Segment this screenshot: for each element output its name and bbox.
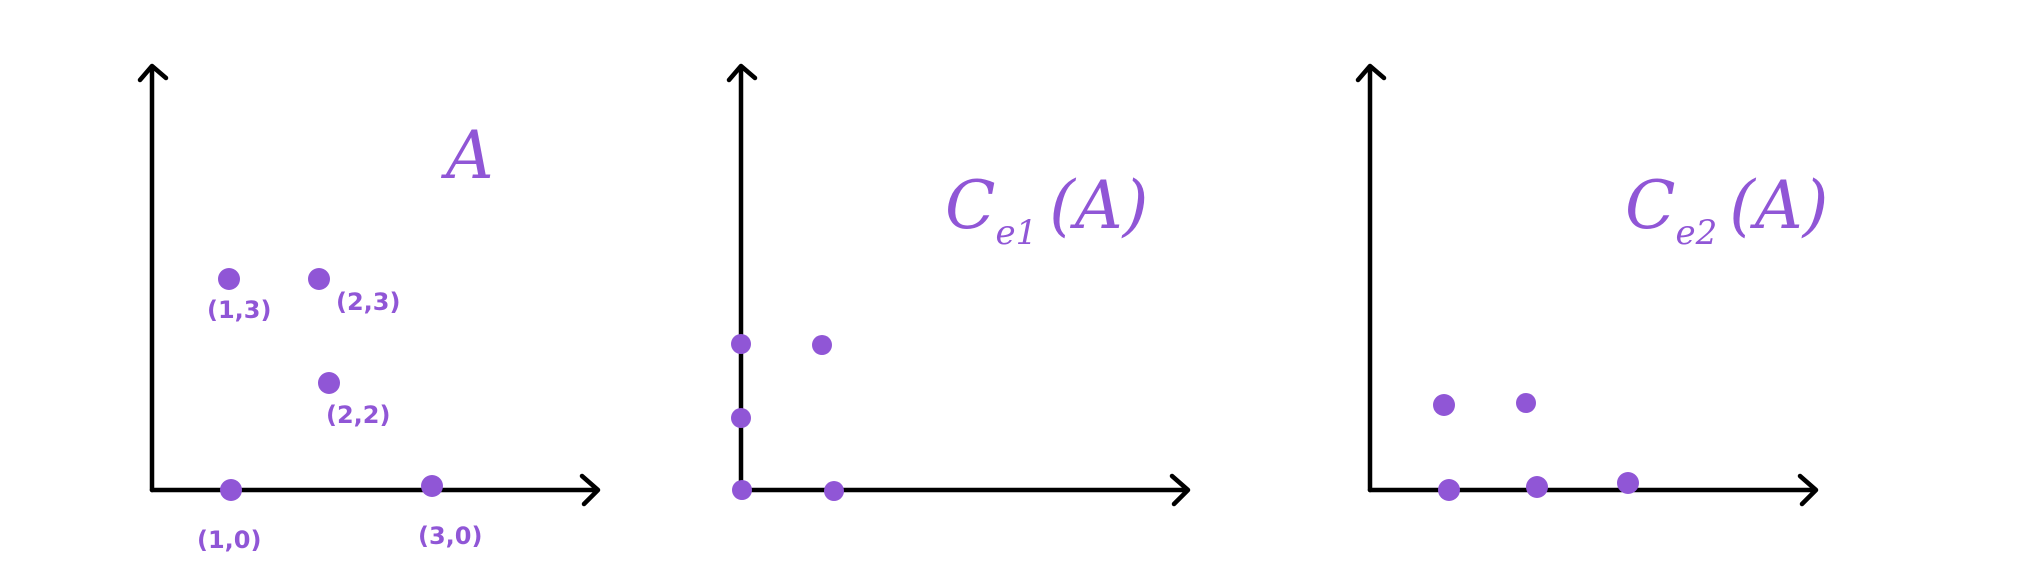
x-axis-panel-3 <box>1367 473 1819 507</box>
point-1-3 <box>218 268 240 290</box>
panel-a: A (1,3) (2,3) (2,2) (1,0) (3,0) <box>137 63 601 554</box>
point-0-0 <box>732 480 752 500</box>
y-axis-panel-3 <box>1355 63 1387 493</box>
panel-ce1: Ce1(A) <box>726 63 1191 507</box>
point-0-2 <box>731 334 751 354</box>
x-axis-panel-1 <box>149 473 601 507</box>
y-axis-panel-1 <box>137 63 169 493</box>
point-1-2 <box>812 335 832 355</box>
label-2-2: (2,2) <box>326 401 390 429</box>
label-1-0: (1,0) <box>197 526 261 554</box>
point-2-0 <box>1526 476 1548 498</box>
label-3-0: (3,0) <box>418 522 482 550</box>
point-3-0-c <box>1617 472 1639 494</box>
point-2-3 <box>308 268 330 290</box>
point-3-0 <box>421 475 443 497</box>
point-0-1 <box>731 408 751 428</box>
point-1-1 <box>1433 394 1455 416</box>
label-2-3: (2,3) <box>336 288 400 316</box>
point-2-2 <box>318 372 340 394</box>
point-1-0 <box>220 479 242 501</box>
panel-ce2: Ce2(A) <box>1355 63 1828 507</box>
x-axis-panel-2 <box>738 473 1191 507</box>
panel-1-title: A <box>440 117 494 194</box>
point-1-0-c <box>1438 479 1460 501</box>
panel-2-title: Ce1(A) <box>945 167 1148 253</box>
point-1-0-b <box>824 481 844 501</box>
panel-3-title: Ce2(A) <box>1625 167 1828 253</box>
label-1-3: (1,3) <box>207 296 271 324</box>
point-2-1 <box>1516 393 1536 413</box>
